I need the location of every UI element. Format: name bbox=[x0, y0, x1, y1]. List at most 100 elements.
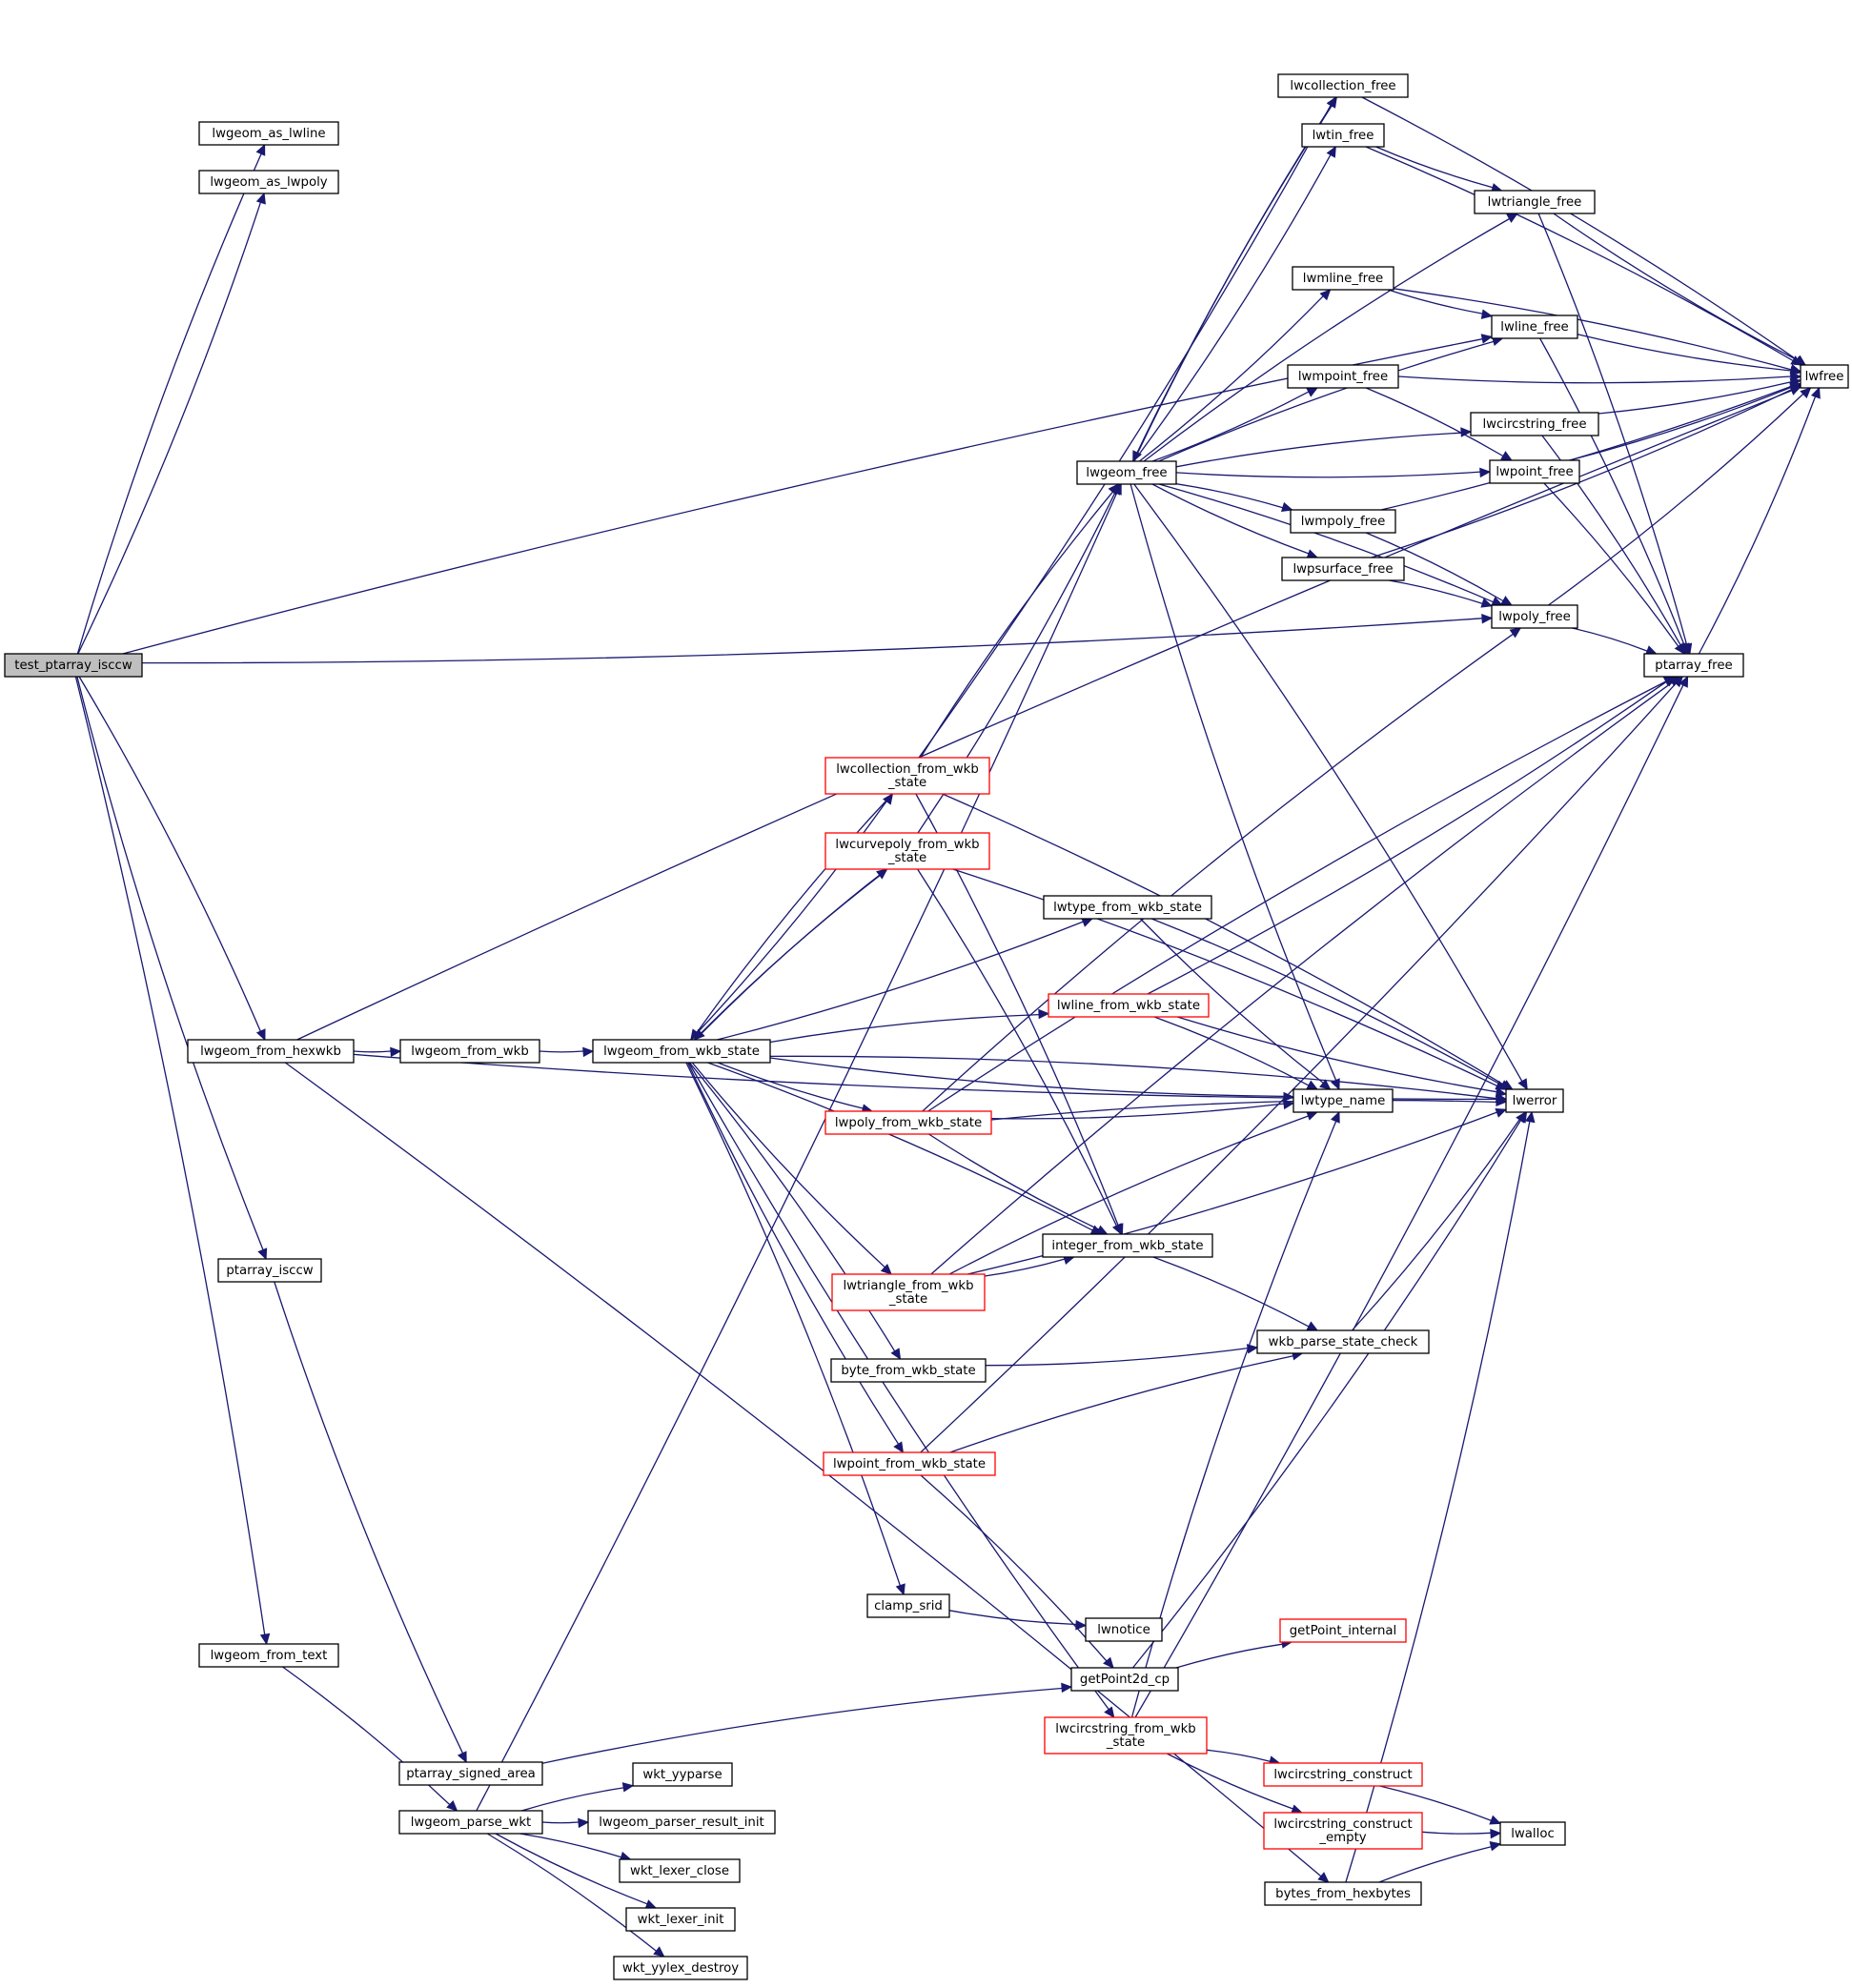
arrowhead-icon bbox=[1075, 1619, 1088, 1631]
node-box bbox=[398, 1761, 543, 1786]
edge-getPoint2d_cp-to-getPoint_internal bbox=[1175, 1638, 1293, 1669]
node-integer-from-wkb-state[interactable]: integer_from_wkb_state bbox=[1042, 1233, 1213, 1258]
node-lwgeom-as-lwline[interactable]: lwgeom_as_lwline bbox=[198, 121, 339, 146]
node-wkt-yylex-destroy[interactable]: wkt_yylex_destroy bbox=[613, 1956, 748, 1980]
node-label: lwgeom_as_lwline bbox=[212, 127, 325, 141]
node-wkt-lexer-init[interactable]: wkt_lexer_init bbox=[625, 1907, 736, 1932]
node-lwalloc[interactable]: lwalloc bbox=[1499, 1821, 1566, 1846]
node-lwcircstring-construct-empty[interactable]: lwcircstring_construct_empty bbox=[1263, 1812, 1423, 1850]
node-getPoint2d-cp[interactable]: getPoint2d_cp bbox=[1070, 1667, 1179, 1692]
node-lwcircstring-construct[interactable]: lwcircstring_construct bbox=[1263, 1762, 1423, 1787]
node-clamp-srid[interactable]: clamp_srid bbox=[866, 1593, 950, 1618]
edge-line bbox=[1131, 1119, 1522, 1669]
edge-line bbox=[521, 1787, 624, 1812]
node-lwcircstring-from-wkb-state[interactable]: lwcircstring_from_wkb_state bbox=[1044, 1716, 1208, 1755]
node-label: lwcircstring_from_wkb bbox=[1055, 1722, 1196, 1736]
edge-lwtriangle_from_wkb_state-to-ptarray_free bbox=[930, 676, 1680, 1275]
node-label: lwmline_free bbox=[1303, 272, 1383, 286]
edge-line bbox=[1393, 288, 1792, 371]
edge-line bbox=[920, 1474, 1108, 1662]
edge-line bbox=[1553, 213, 1798, 361]
node-label: lwcircstring_construct bbox=[1273, 1768, 1412, 1782]
edge-lwpoly_free-to-lwfree bbox=[1548, 387, 1812, 606]
node-box bbox=[1491, 314, 1578, 339]
node-label: lwgeom_from_wkb bbox=[411, 1045, 529, 1059]
node-lwpoly-from-wkb-state[interactable]: lwpoly_from_wkb_state bbox=[824, 1110, 992, 1135]
node-lwmline-free[interactable]: lwmline_free bbox=[1292, 266, 1394, 291]
node-box bbox=[1264, 1881, 1422, 1906]
node-lwgeom-from-wkb[interactable]: lwgeom_from_wkb bbox=[399, 1039, 540, 1064]
node-label: lwnotice bbox=[1097, 1623, 1150, 1637]
arrowhead-icon bbox=[259, 1633, 271, 1646]
arrowhead-icon bbox=[1330, 1078, 1340, 1091]
node-lwgeom-as-lwpoly[interactable]: lwgeom_as_lwpoly bbox=[198, 170, 339, 194]
node-lwpoly-free[interactable]: lwpoly_free bbox=[1491, 604, 1578, 629]
edge-line bbox=[78, 676, 261, 1032]
node-ptarray-free[interactable]: ptarray_free bbox=[1643, 653, 1744, 678]
node-lwtype-name[interactable]: lwtype_name bbox=[1292, 1088, 1394, 1113]
node-lwcollection-from-wkb-state[interactable]: lwcollection_from_wkb_state bbox=[824, 757, 990, 795]
node-lwtin-free[interactable]: lwtin_free bbox=[1301, 123, 1385, 148]
node-ptarray-isccw[interactable]: ptarray_isccw bbox=[217, 1258, 322, 1283]
node-wkb-parse-state-check[interactable]: wkb_parse_state_check bbox=[1256, 1329, 1430, 1354]
edge-line bbox=[952, 868, 1497, 1086]
arrowhead-icon bbox=[1509, 627, 1522, 639]
node-lwtriangle-from-wkb-state[interactable]: lwtriangle_from_wkb_state bbox=[831, 1273, 986, 1311]
node-lwgeom-from-wkb-state[interactable]: lwgeom_from_wkb_state bbox=[592, 1039, 771, 1064]
node-lwpoint-free[interactable]: lwpoint_free bbox=[1489, 459, 1580, 484]
arrowhead-icon bbox=[1038, 1008, 1050, 1020]
edge-lwmpoint_free-to-lwfree bbox=[1397, 372, 1802, 384]
edge-test_ptarray_isccw-to-lwpoly_free bbox=[141, 613, 1494, 664]
node-lwgeom-from-hexwkb[interactable]: lwgeom_from_hexwkb bbox=[187, 1039, 355, 1064]
edge-line bbox=[920, 491, 1114, 759]
node-lwgeom-from-text[interactable]: lwgeom_from_text bbox=[198, 1643, 339, 1668]
node-box bbox=[1643, 653, 1744, 678]
node-lwnotice[interactable]: lwnotice bbox=[1085, 1617, 1163, 1642]
node-getPoint-internal[interactable]: getPoint_internal bbox=[1279, 1618, 1407, 1643]
node-lwgeom-free[interactable]: lwgeom_free bbox=[1076, 460, 1177, 485]
node-lwerror[interactable]: lwerror bbox=[1505, 1088, 1564, 1113]
node-label: lwtype_name bbox=[1301, 1094, 1386, 1108]
edge-line bbox=[717, 1062, 864, 1109]
node-lwcollection-free[interactable]: lwcollection_free bbox=[1277, 73, 1409, 98]
node-lwfree[interactable]: lwfree bbox=[1800, 364, 1849, 389]
edge-line bbox=[1175, 471, 1481, 478]
edge-lwline_from_wkb_state-to-lwtype_name bbox=[1153, 1016, 1319, 1090]
node-lwcurvepoly-from-wkb-state[interactable]: lwcurvepoly_from_wkb_state bbox=[824, 832, 990, 870]
edge-lwgeom_from_wkb_state-to-lwcollection_from_wkb_state bbox=[690, 793, 894, 1041]
node-byte-from-wkb-state[interactable]: byte_from_wkb_state bbox=[830, 1358, 987, 1383]
node-wkt-lexer-close[interactable]: wkt_lexer_close bbox=[619, 1858, 741, 1883]
edge-lwgeom_free-to-lwerror bbox=[1133, 483, 1528, 1091]
node-ptarray-signed-area[interactable]: ptarray_signed_area bbox=[398, 1761, 543, 1786]
edge-bytes_from_hexbytes-to-lwalloc bbox=[1378, 1841, 1502, 1883]
node-bytes-from-hexbytes[interactable]: bytes_from_hexbytes bbox=[1264, 1881, 1422, 1906]
node-lwtriangle-free[interactable]: lwtriangle_free bbox=[1474, 190, 1596, 214]
edge-line bbox=[141, 618, 1483, 664]
edge-line bbox=[942, 793, 1505, 1085]
node-lwmpoint-free[interactable]: lwmpoint_free bbox=[1287, 364, 1399, 389]
edge-line bbox=[949, 1355, 1293, 1453]
edge-line bbox=[990, 1103, 1285, 1120]
node-lwtype-from-wkb-state[interactable]: lwtype_from_wkb_state bbox=[1043, 895, 1212, 920]
edge-line bbox=[769, 1057, 1285, 1098]
node-lwpsurface-free[interactable]: lwpsurface_free bbox=[1281, 557, 1405, 581]
node-box bbox=[632, 1762, 733, 1787]
node-label: lwpoly_free bbox=[1498, 610, 1571, 624]
node-lwgeom-parser-result-init[interactable]: lwgeom_parser_result_init bbox=[587, 1810, 776, 1835]
edge-lwgeom_free-to-lwmpoly_free bbox=[1175, 483, 1293, 512]
node-wkt-yyparse[interactable]: wkt_yyparse bbox=[632, 1762, 733, 1787]
node-lwpoint-from-wkb-state[interactable]: lwpoint_from_wkb_state bbox=[823, 1451, 996, 1476]
edge-lwgeom_parse_wkt-to-wkt_yyparse bbox=[521, 1782, 635, 1812]
arrowhead-icon bbox=[693, 1028, 705, 1041]
node-lwcircstring-free[interactable]: lwcircstring_free bbox=[1470, 412, 1599, 436]
node-lwgeom-parse-wkt[interactable]: lwgeom_parse_wkt bbox=[398, 1810, 543, 1835]
node-lwmpoly-free[interactable]: lwmpoly_free bbox=[1290, 509, 1396, 534]
edge-line bbox=[920, 682, 1677, 1453]
node-box bbox=[1042, 1233, 1213, 1258]
node-lwline-free[interactable]: lwline_free bbox=[1491, 314, 1578, 339]
edge-line bbox=[685, 1062, 901, 1586]
edge-line bbox=[1175, 432, 1462, 468]
node-label: test_ptarray_isccw bbox=[14, 659, 132, 673]
node-lwline-from-wkb-state[interactable]: lwline_from_wkb_state bbox=[1048, 993, 1210, 1018]
node-box bbox=[187, 1039, 355, 1064]
